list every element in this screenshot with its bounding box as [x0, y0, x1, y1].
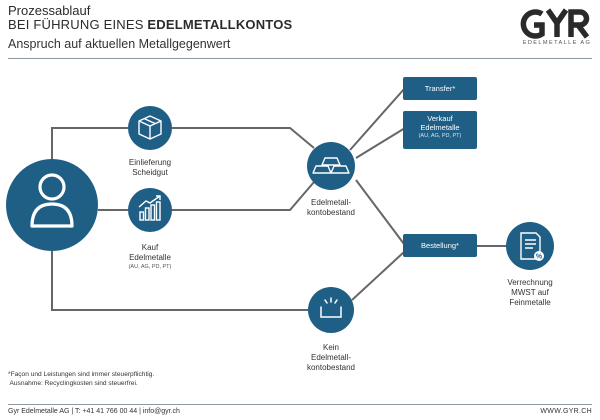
gold-bars-icon: [312, 157, 350, 174]
document-percent-icon: [520, 232, 541, 260]
kauf-label-line2: Edelmetalle: [129, 253, 171, 262]
footnote-line2: Ausnahme: Recyclingkosten sind steuerfre…: [8, 380, 138, 387]
verkauf-label-note: (AU, AG, PD, PT): [418, 133, 462, 139]
kauf-label-note: (AU, AG, PD, PT): [128, 264, 172, 270]
empty-tray-icon: [320, 297, 342, 318]
gyr-logo: [520, 8, 590, 39]
page-subtitle: Anspruch auf aktuellen Metallgegenwert: [8, 37, 231, 51]
title-bold: EDELMETALLKONTOS: [147, 17, 293, 32]
package-icon: [138, 115, 162, 140]
title-prefix: BEI FÜHRUNG EINES: [8, 17, 148, 32]
growth-chart-icon: [138, 195, 161, 221]
einlieferung-label-line1: Einlieferung: [128, 158, 172, 167]
verrechnung-label-line3: Feinmetalle: [509, 298, 551, 307]
person-body-icon: [30, 202, 74, 228]
verrechnung-label-line2: MWST auf: [511, 288, 549, 297]
connector-konto-transfer: [349, 87, 406, 151]
einlieferung-label: Einlieferung Scheidgut: [110, 158, 190, 178]
connector-konto-verkauf: [355, 127, 406, 159]
page-title-line2: BEI FÜHRUNG EINES EDELMETALLKONTOS: [8, 17, 292, 32]
transfer-box: Transfer*: [403, 77, 477, 100]
kontobestand-label: Edelmetall- kontobestand: [291, 198, 371, 218]
transfer-label: Transfer*: [424, 84, 456, 93]
kontobestand-label-line2: kontobestand: [306, 208, 356, 217]
logo-tagline: EDELMETALLE AG: [522, 40, 592, 46]
verrechnung-label: Verrechnung MWST auf Feinmetalle: [490, 278, 570, 308]
kein-node: [308, 287, 354, 333]
connector-konto-bestellung: [355, 179, 405, 245]
kontobestand-node: [307, 142, 355, 190]
header-divider: [8, 58, 592, 59]
footnote-line1: *Façon und Leistungen sind immer steuerp…: [8, 371, 155, 378]
percent-badge: [534, 251, 544, 261]
verrechnung-node: %: [506, 222, 554, 270]
bestellung-box: Bestellung*: [403, 234, 477, 257]
einlieferung-label-line2: Scheidgut: [132, 168, 168, 177]
footnote: *Façon und Leistungen sind immer steuerp…: [8, 370, 154, 388]
connector-einlieferung-konto: [172, 127, 315, 149]
connector-kauf-konto: [172, 181, 315, 211]
person-head-icon: [38, 173, 66, 201]
connector-kein-bestellung: [351, 251, 405, 301]
page-title-line1: Prozessablauf: [8, 3, 91, 18]
kauf-node: [128, 188, 172, 232]
verkauf-label-line2: Edelmetalle: [420, 123, 460, 132]
kauf-label: Kauf Edelmetalle (AU, AG, PD, PT): [110, 243, 190, 271]
person-node: [6, 159, 98, 251]
verkauf-box: Verkauf Edelmetalle (AU, AG, PD, PT): [403, 111, 477, 149]
kontobestand-label-line1: Edelmetall-: [310, 198, 351, 207]
footer-website: WWW.GYR.CH: [540, 408, 592, 415]
footer-contact: Gyr Edelmetalle AG | T: +41 41 766 00 44…: [8, 408, 180, 415]
verrechnung-label-line1: Verrechnung: [507, 278, 553, 287]
kein-label: Kein Edelmetall- kontobestand: [291, 343, 371, 373]
connector-lines: [51, 87, 508, 311]
bestellung-label: Bestellung*: [421, 241, 459, 250]
kein-label-line1: Kein: [322, 343, 339, 352]
svg-text:%: %: [536, 254, 543, 261]
connector-person-einlieferung: [51, 127, 128, 163]
kein-label-line3: kontobestand: [306, 363, 356, 372]
footer-divider: [8, 404, 592, 405]
kauf-label-line1: Kauf: [141, 243, 159, 252]
connector-person-kein: [51, 250, 308, 311]
verkauf-label-line1: Verkauf: [427, 114, 453, 123]
einlieferung-node: [128, 106, 172, 150]
kein-label-line2: Edelmetall-: [310, 353, 351, 362]
